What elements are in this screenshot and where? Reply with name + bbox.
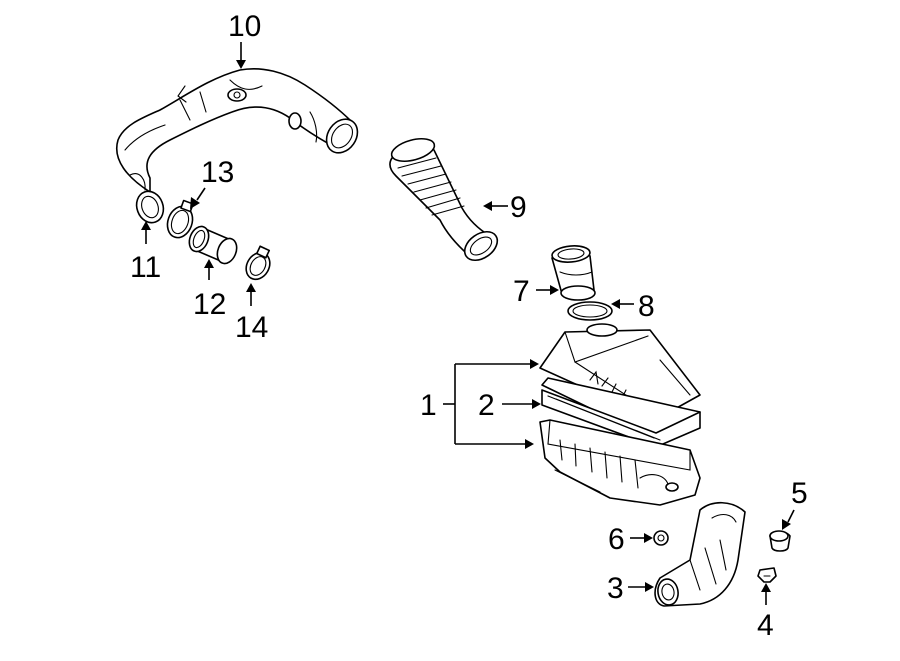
callout-11: 11 [130, 251, 161, 284]
callout-10: 10 [228, 10, 261, 43]
callout-6: 6 [608, 523, 625, 556]
callout-13: 13 [201, 156, 234, 189]
leader-lines [141, 42, 795, 605]
callout-labels: 10 13 11 12 14 9 7 8 1 2 5 6 3 4 [130, 10, 808, 642]
intake-duct-part-10 [115, 67, 359, 224]
callout-14: 14 [235, 311, 268, 344]
coupler-part-12 [188, 225, 238, 265]
seal-ring-part-8 [567, 301, 613, 321]
bellows-hose-part-9 [389, 137, 499, 262]
callout-1: 1 [420, 389, 437, 422]
callout-12: 12 [193, 288, 226, 321]
grommet-part-5 [769, 530, 791, 552]
filter-element-part-2 [541, 377, 701, 448]
air-cleaner-housing-part-1 [539, 419, 701, 506]
callout-4: 4 [757, 609, 774, 642]
grommet-part-6 [653, 530, 669, 546]
lower-duct-part-3 [654, 501, 746, 607]
callout-7: 7 [513, 275, 530, 308]
callout-9: 9 [510, 191, 527, 224]
clamp-part-14 [245, 245, 271, 281]
clip-part-4 [757, 567, 777, 583]
callout-3: 3 [607, 572, 624, 605]
air-cleaner-cover-part-1 [539, 323, 701, 421]
callout-8: 8 [638, 290, 655, 323]
callout-2: 2 [478, 389, 495, 422]
callout-5: 5 [791, 477, 808, 510]
adapter-tube-part-7 [551, 245, 596, 301]
